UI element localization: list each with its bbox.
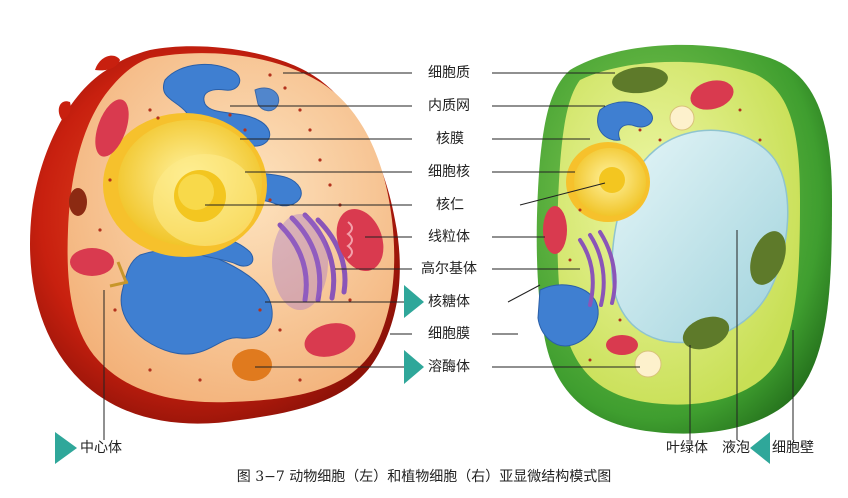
plant-ribosomes [568,108,762,362]
plant-vacuole [611,129,789,344]
label-cytoplasm: 细胞质 [428,65,470,81]
plant-golgi [578,230,617,307]
plant-chloroplasts [612,66,786,350]
marker-cell-wall [750,432,770,464]
label-nuclear-envelope: 核膜 [436,131,464,147]
label-vacuole: 液泡 [722,440,750,456]
marker-lysosome [404,350,424,384]
label-mitochondrion: 线粒体 [428,229,470,245]
label-centrosome: 中心体 [80,440,122,456]
plant-er [537,101,653,347]
plant-vesicle [634,350,662,378]
label-golgi: 高尔基体 [421,261,477,277]
marker-ribosome [404,285,424,318]
animal-lysosome [232,349,272,381]
animal-ribosomes [98,73,352,382]
label-cell-wall: 细胞壁 [772,440,814,456]
plant-mitochondria [543,80,734,355]
label-lysosome: 溶酶体 [428,359,470,375]
figure-caption: 图 3−7 动物细胞（左）和植物细胞（右）亚显微结构模式图 [236,469,612,485]
label-chloroplast: 叶绿体 [666,440,708,456]
label-ribosome: 核糖体 [428,294,470,310]
plant-nucleolus [599,167,625,193]
plant-cell [536,44,832,434]
animal-centrosome [109,261,129,288]
marker-centrosome [55,432,77,464]
plant-nucleus [566,142,650,222]
label-er: 内质网 [428,98,470,114]
label-nucleolus: 核仁 [436,197,464,213]
label-nucleus: 细胞核 [428,164,470,180]
animal-mitochondria [69,99,384,357]
markers [55,285,770,464]
animal-golgi [272,212,348,310]
animal-cell [30,46,400,424]
label-cell-membrane: 细胞膜 [428,326,470,342]
animal-nucleus [103,113,267,257]
leader-lines [103,72,794,440]
